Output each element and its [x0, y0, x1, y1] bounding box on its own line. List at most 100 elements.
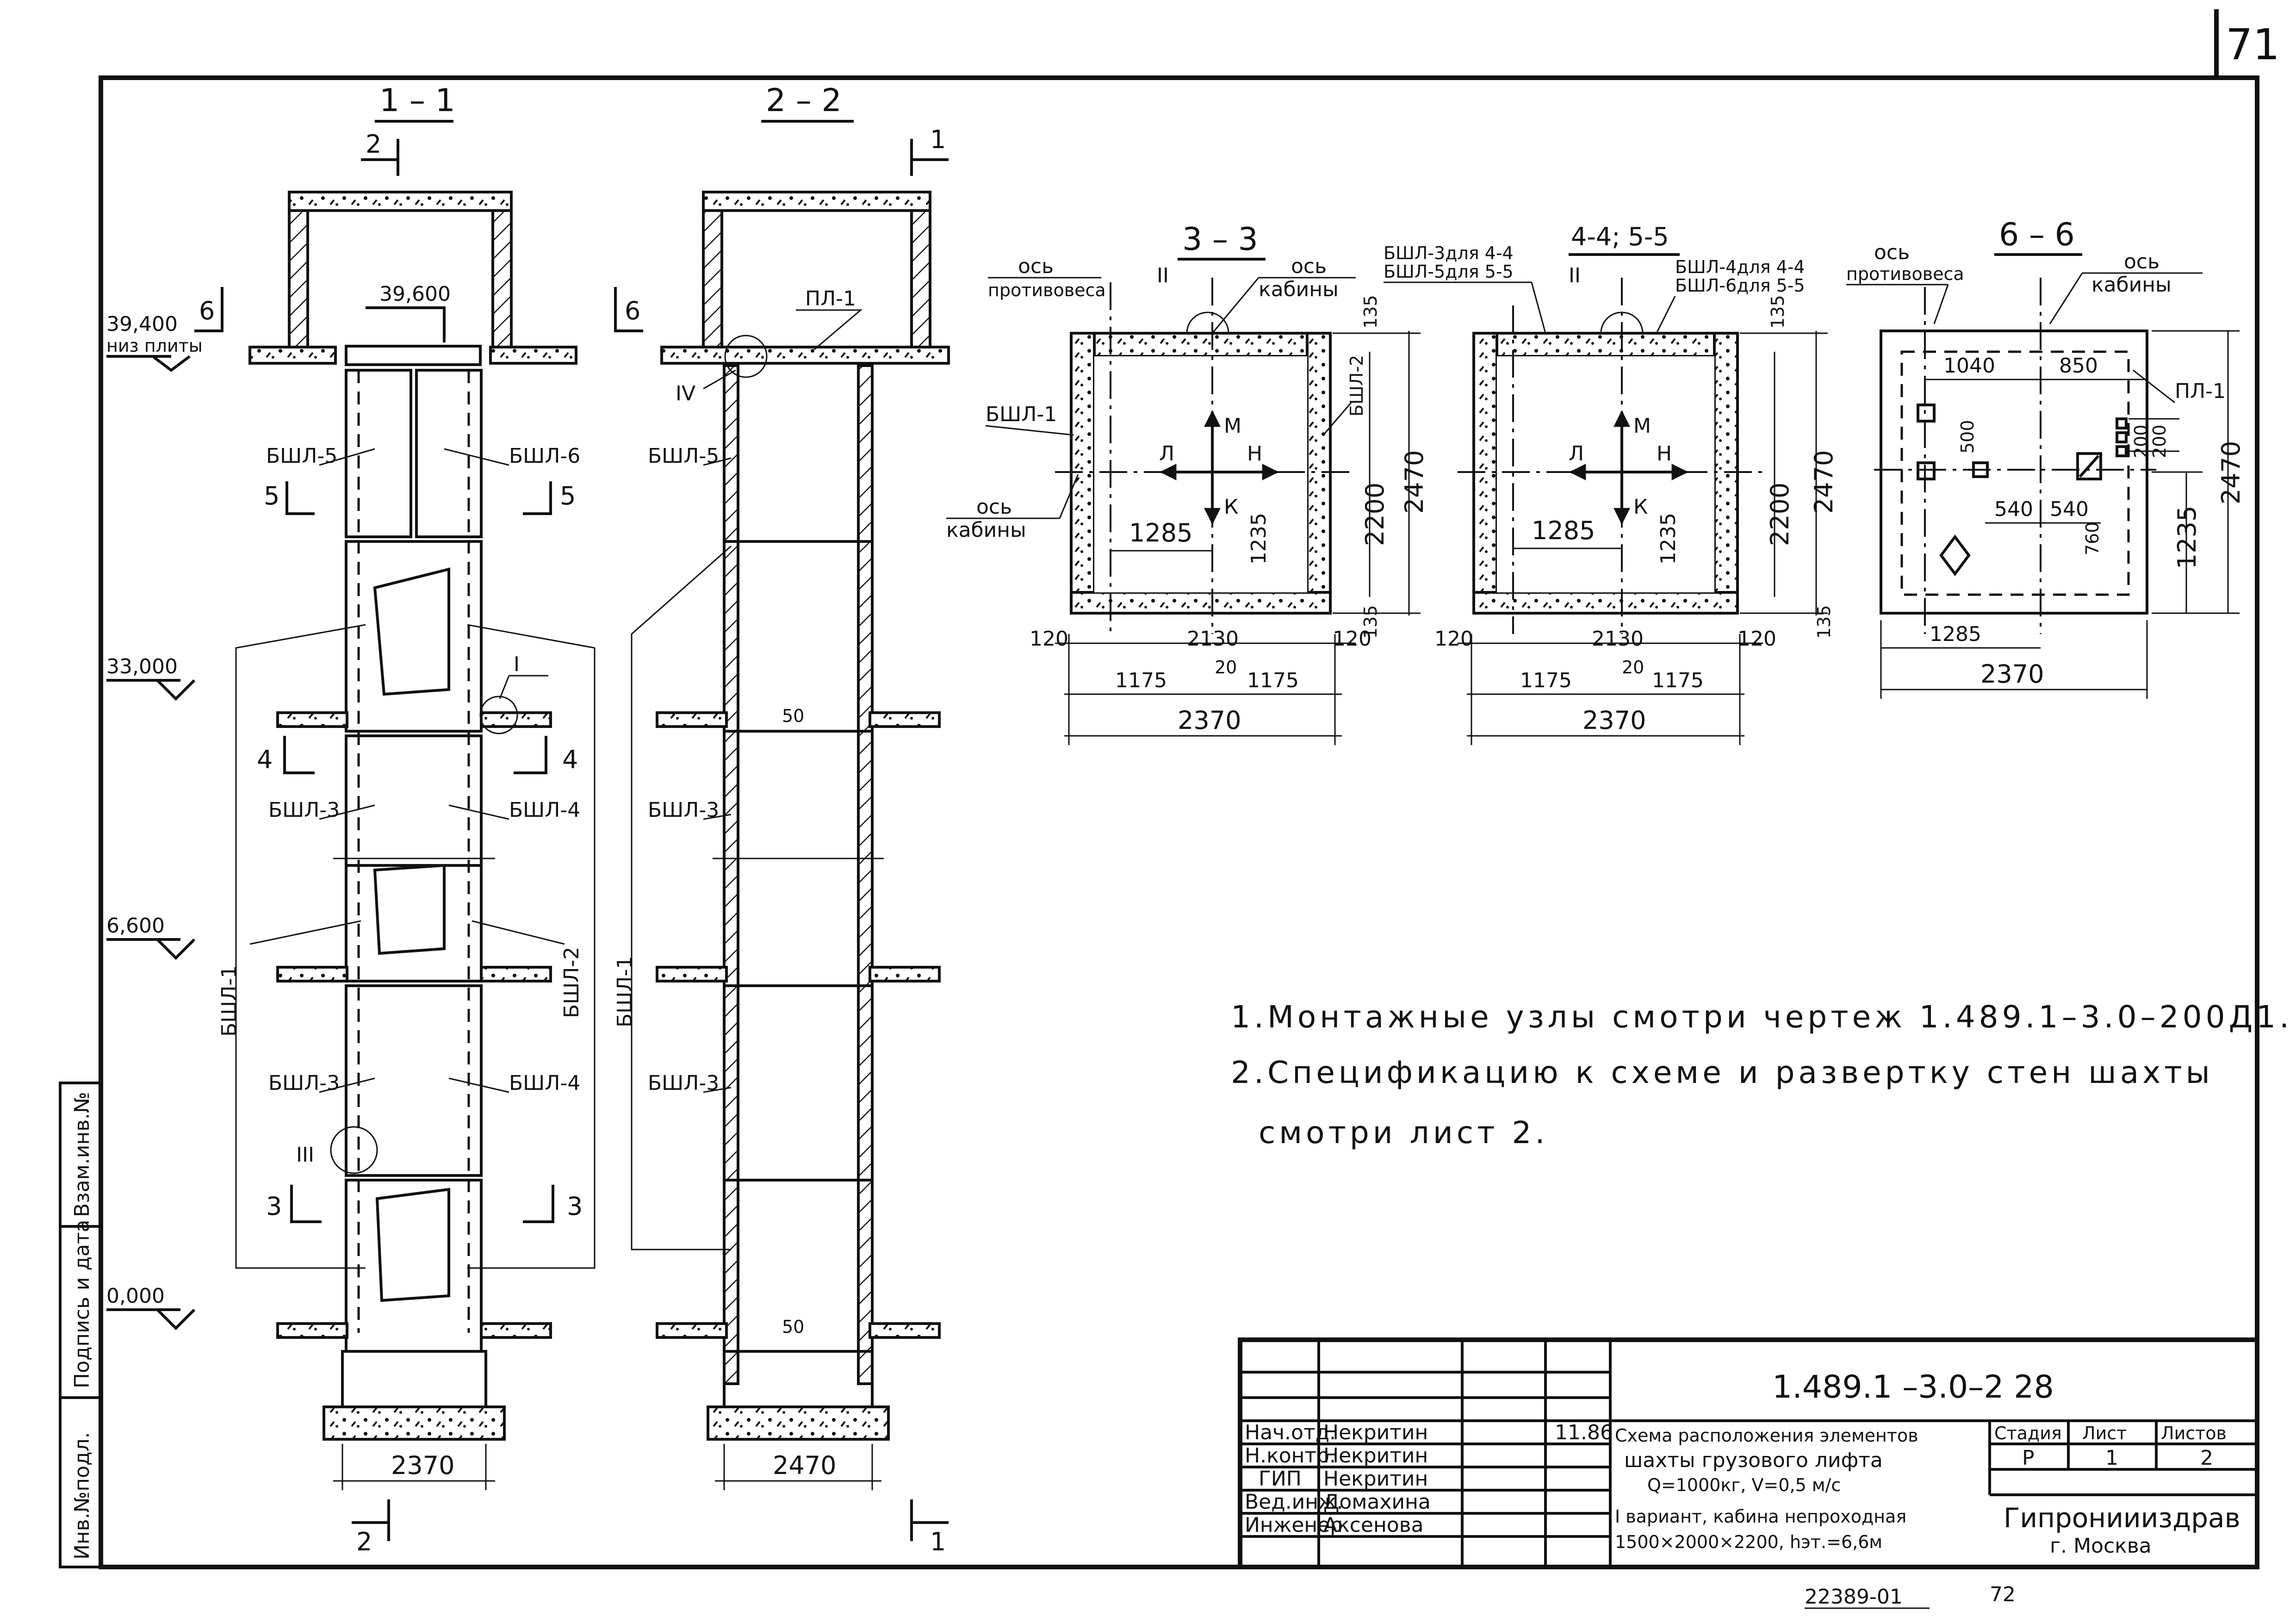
level-39600: 39,600: [379, 282, 451, 306]
cut-mark-2-top: 2: [366, 130, 381, 159]
section-3-3: 3 – 3 ось противовеса ось кабины II М К …: [946, 221, 1429, 745]
dim-760-66: 760: [2082, 522, 2103, 555]
arrow-m-33: М: [1224, 414, 1241, 438]
section-1-1: 1 – 1 2 39,600 39,400 низ плиты 6 6: [106, 82, 643, 1556]
dim-2470-44: 2470: [1809, 450, 1838, 514]
dim-200-66-a: 200: [2131, 424, 2151, 458]
cut-mark-6-left: 6: [199, 296, 215, 325]
axis-cw-label-33-2: противовеса: [988, 280, 1106, 300]
label-bshl6: БШЛ-6: [509, 444, 580, 468]
dim-2130-44: 2130: [1592, 627, 1644, 651]
dim-500-66: 500: [1957, 420, 1978, 454]
arrow-l-44: Л: [1569, 442, 1584, 466]
axis-cab-66-1: ось: [2124, 250, 2159, 274]
level-39400-note: низ плиты: [106, 336, 203, 356]
tb-sheets: 2: [2200, 1446, 2213, 1470]
label-44-a: БШЛ-3для 4-4: [1384, 243, 1514, 263]
label-pl1: ПЛ-1: [805, 287, 856, 311]
tb-role-0: Нач.отд.: [1245, 1421, 1336, 1444]
dim-1175-44-l: 1175: [1520, 669, 1572, 692]
shaft-column-1-1: [276, 369, 552, 1441]
tb-name-2: Некритин: [1323, 1467, 1428, 1491]
dim-1285-44: 1285: [1532, 516, 1595, 545]
dim-135-44-top: 135: [1768, 295, 1788, 329]
level-0000: 0,000: [106, 1284, 165, 1308]
section-6-6: 6 – 6 ось противовеса ось кабины 1040 85…: [1846, 217, 2246, 699]
label-bshl4-lower: БШЛ-4: [509, 1071, 580, 1095]
cut-mark-4-right: 4: [562, 745, 578, 774]
dim-2470-2-2: 2470: [773, 1451, 836, 1480]
node-iii: III: [296, 1143, 314, 1167]
label-bshl1-33: БШЛ-1: [986, 403, 1057, 426]
section-6-6-title: 6 – 6: [1999, 217, 2075, 253]
axis-cab-label-33-2: кабины: [1259, 278, 1339, 301]
axis-cab-label-33-1: ось: [1291, 255, 1327, 278]
tb-name-3: Домахина: [1323, 1490, 1431, 1514]
tb-title-1: Схема расположения элементов: [1615, 1425, 1918, 1446]
title-block: 1.489.1 –3.0–2 28 Нач.отд. Некритин 11.8…: [1238, 1337, 2259, 1569]
cut-mark-6-right: 6: [625, 296, 640, 325]
tb-title-2: шахты грузового лифта: [1624, 1449, 1883, 1472]
tb-name-4: Аксенова: [1323, 1513, 1424, 1537]
cut-mark-1-bottom: 1: [930, 1527, 946, 1556]
side-stamp: Инв.№подл. Подпись и дата Взам.инв.№: [59, 1082, 102, 1568]
tb-name-0: Некритин: [1323, 1421, 1428, 1444]
section-3-3-title: 3 – 3: [1182, 221, 1258, 258]
cut-mark-3-right: 3: [567, 1192, 583, 1221]
side-stamp-inv: Инв.№подл.: [70, 1432, 94, 1560]
label-bshl2-33: БШЛ-2: [1347, 355, 1367, 417]
dim-540-66-a: 540: [1994, 497, 2033, 521]
note-2: 2.Спецификацию к схеме и развертку стен …: [1231, 1055, 2214, 1090]
label-bshl3-lower: БШЛ-3: [268, 1071, 340, 1095]
title-code: 1.489.1 –3.0–2 28: [1772, 1369, 2054, 1405]
tb-sheet-header: Лист: [2082, 1423, 2127, 1443]
dim-1175-33-r: 1175: [1247, 669, 1299, 692]
dim-1235-44: 1235: [1657, 513, 1680, 565]
label-pl1-66: ПЛ-1: [2175, 379, 2226, 403]
dim-50-lower: 50: [782, 1317, 804, 1337]
bottom-page: 72: [1990, 1583, 2016, 1606]
sheet-frame: [99, 75, 2259, 1569]
shaft-column-2-2: [656, 364, 941, 1441]
dim-2200-33: 2200: [1360, 483, 1390, 546]
section-2-2-title: 2 – 2: [766, 82, 842, 119]
axis-cw-label-33-1: ось: [1018, 255, 1054, 278]
cut-mark-5-right: 5: [560, 481, 576, 510]
axis-cw-66-1: ось: [1874, 241, 1910, 264]
dim-20-44: 20: [1622, 657, 1644, 678]
level-33000: 33,000: [106, 655, 178, 678]
side-stamp-replace: Взам.инв.№: [70, 1092, 94, 1217]
tb-role-1: Н.контр.: [1245, 1444, 1336, 1468]
arrow-n-44: Н: [1657, 442, 1672, 466]
dim-850-66: 850: [2059, 354, 2098, 378]
notes: 1.Монтажные узлы смотри чертеж 1.489.1–3…: [1231, 999, 2293, 1150]
dim-120-33-r: 120: [1333, 627, 1371, 651]
section-1-1-title: 1 – 1: [379, 82, 455, 119]
cut-mark-3-left: 3: [266, 1192, 282, 1221]
arrow-k-44: К: [1633, 495, 1648, 519]
tb-city: г. Москва: [2050, 1534, 2152, 1558]
label-bshl1-2-2: БШЛ-1: [613, 956, 637, 1027]
arrow-n-33: Н: [1247, 442, 1262, 466]
dim-2470-66: 2470: [2216, 441, 2246, 504]
note-1: 1.Монтажные узлы смотри чертеж 1.489.1–3…: [1231, 999, 2293, 1035]
page-number: 71: [2226, 20, 2280, 69]
cut-mark-5-left: 5: [264, 481, 279, 510]
tb-stage-header: Стадия: [1994, 1423, 2062, 1443]
section-4-4-title: 4-4; 5-5: [1571, 222, 1669, 251]
dim-2370-44: 2370: [1582, 706, 1646, 735]
arrow-k-33: К: [1224, 495, 1238, 519]
dim-1285-66: 1285: [1930, 622, 1981, 646]
dim-2370-66: 2370: [1980, 659, 2044, 689]
dim-1285-33: 1285: [1129, 518, 1192, 547]
dim-1175-44-r: 1175: [1652, 669, 1704, 692]
dim-2370-1-1: 2370: [391, 1451, 454, 1480]
label-bshl5: БШЛ-5: [266, 444, 337, 468]
tb-name-1: Некритин: [1323, 1444, 1428, 1468]
level-6600: 6,600: [106, 914, 165, 938]
dim-200-66-b: 200: [2149, 424, 2170, 458]
dim-1235-33: 1235: [1247, 513, 1271, 565]
side-stamp-sign: Подпись и дата: [70, 1220, 94, 1388]
axis-cab-left-33-2: кабины: [946, 518, 1026, 542]
dim-2200-44: 2200: [1765, 483, 1794, 546]
